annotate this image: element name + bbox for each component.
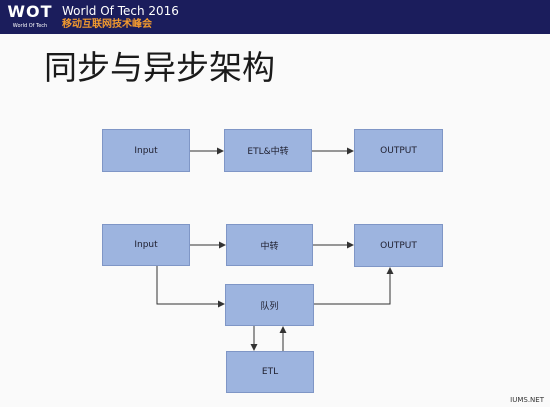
sync-etl-relay-label: ETL&中转 (247, 147, 289, 157)
logo-subtext: World Of Tech (12, 23, 48, 29)
sync-output-box: OUTPUT (354, 129, 443, 172)
sync-etl-relay-box: ETL&中转 (224, 129, 312, 172)
sync-output-label: OUTPUT (380, 145, 417, 156)
slide-title: 同步与异步架构 (44, 48, 275, 87)
header-bar: WOT World Of Tech World Of Tech 2016 移动互… (0, 0, 550, 34)
async-etl-box: ETL (226, 351, 314, 393)
wot-logo: WOT World Of Tech (6, 3, 54, 31)
arrow-async-input-to-queue (156, 266, 225, 308)
async-queue-label: 队列 (260, 301, 279, 312)
watermark: IUMS.NET (510, 396, 544, 404)
async-output-label: OUTPUT (380, 240, 417, 251)
header-title: World Of Tech 2016 (62, 4, 179, 18)
arrow-async-queue-to-output (314, 267, 394, 305)
async-etl-label: ETL (261, 367, 279, 377)
async-relay-box: 中转 (226, 224, 313, 266)
logo-text: WOT (7, 2, 53, 21)
async-queue-box: 队列 (225, 284, 314, 326)
async-input-label: Input (134, 240, 158, 250)
async-input-box: Input (102, 224, 190, 266)
async-output-box: OUTPUT (354, 224, 443, 267)
sync-input-box: Input (102, 129, 190, 172)
header-subtitle: 移动互联网技术峰会 (62, 19, 152, 30)
sync-input-label: Input (134, 145, 158, 156)
async-relay-label: 中转 (260, 241, 279, 252)
